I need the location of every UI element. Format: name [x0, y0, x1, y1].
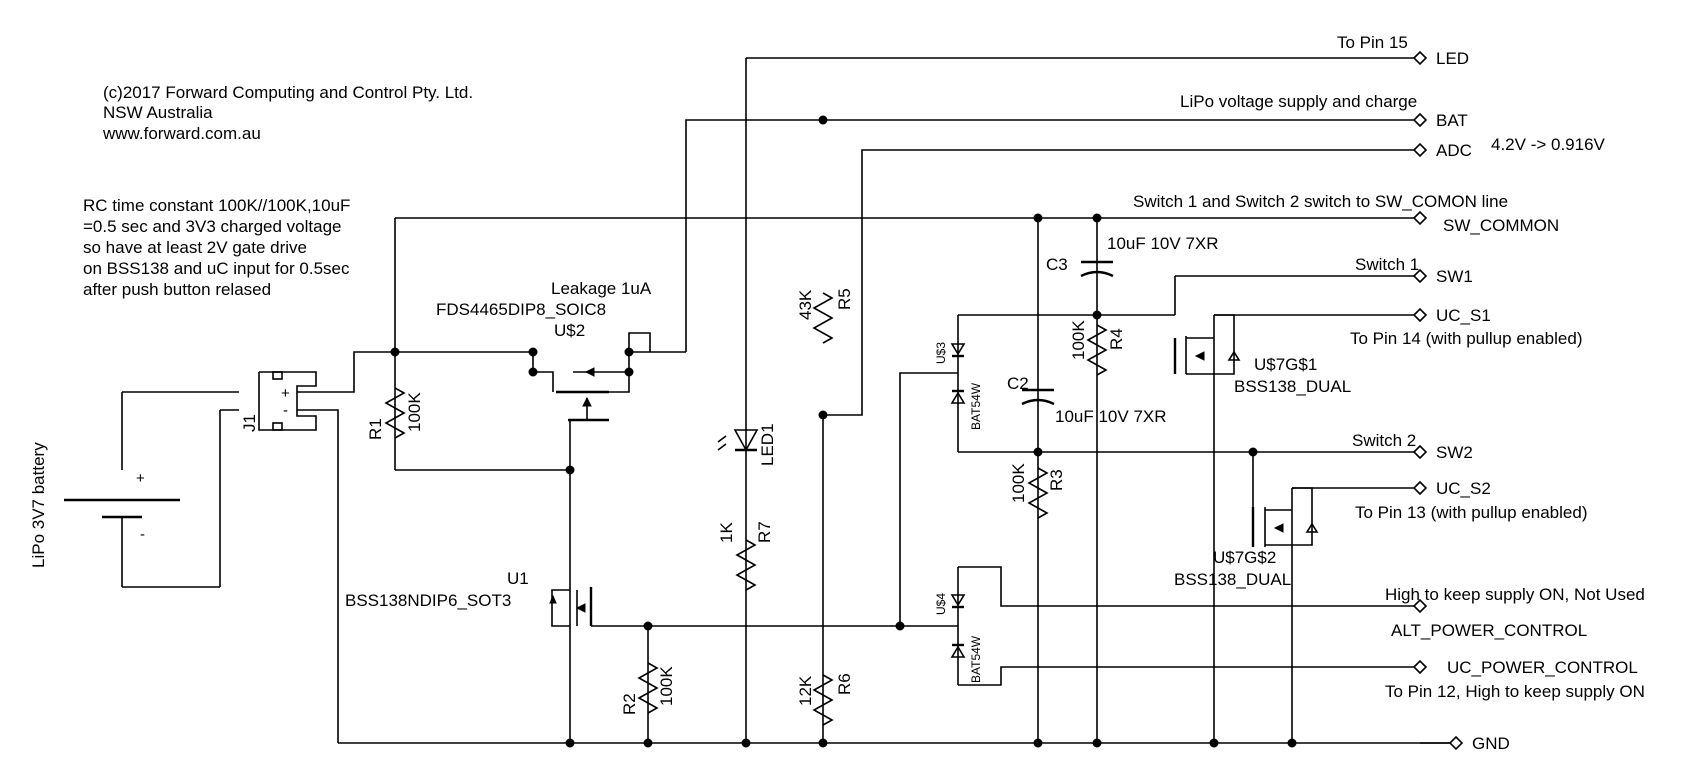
- q2-part: BSS138_DUAL: [1174, 570, 1291, 589]
- u2-part: FDS4465DIP8_SOIC8: [436, 300, 606, 319]
- j1-minus: -: [283, 402, 288, 419]
- port-adc: ADC 4.2V -> 0.916V: [1412, 135, 1606, 160]
- mosfet-u2: Leakage 1uA FDS4465DIP8_SOIC8 U$2: [436, 119, 1420, 470]
- r3-value: 100K: [1009, 463, 1028, 503]
- rc-note-line: on BSS138 and uC input for 0.5sec: [83, 259, 350, 278]
- r6-value: 12K: [796, 675, 815, 706]
- port-alt-power-note: High to keep supply ON, Not Used: [1385, 585, 1645, 604]
- bat-divider: 43K R5 12K R6: [796, 115, 1420, 726]
- port-uc-s2: UC_S2 To Pin 13 (with pullup enabled): [1355, 479, 1587, 522]
- u1-name: U1: [507, 569, 529, 588]
- r7-name: R7: [755, 521, 774, 543]
- led1-name: LED1: [758, 423, 777, 466]
- diode-u4: U$4 BAT54W: [900, 566, 1420, 686]
- c2-name: C2: [1007, 374, 1029, 393]
- port-led-label: LED: [1436, 49, 1469, 68]
- r6-name: R6: [835, 673, 854, 695]
- u2-note: Leakage 1uA: [551, 279, 652, 298]
- r1-name: R1: [366, 418, 385, 440]
- u4-name: U$4: [934, 593, 948, 615]
- port-sw2-note: Switch 2: [1352, 431, 1416, 450]
- port-sw1: SW1 Switch 1: [1355, 255, 1473, 286]
- ground-rail: [338, 58, 1450, 748]
- port-uc-s2-label: UC_S2: [1436, 479, 1491, 498]
- copyright-line: NSW Australia: [103, 103, 213, 122]
- port-uc-s2-note: To Pin 13 (with pullup enabled): [1355, 503, 1587, 522]
- r5-value: 43K: [796, 289, 815, 320]
- net-sw-common: [390, 213, 1420, 475]
- port-uc-s1-note: To Pin 14 (with pullup enabled): [1350, 329, 1582, 348]
- q1-name: U$7G$1: [1254, 355, 1317, 374]
- resistor-r2: R2 100K: [620, 662, 676, 715]
- port-uc-power-note: To Pin 12, High to keep supply ON: [1385, 682, 1645, 701]
- r4-value: 100K: [1069, 320, 1088, 360]
- port-sw1-label: SW1: [1436, 267, 1473, 286]
- port-bat-label: BAT: [1436, 111, 1468, 130]
- port-adc-label: ADC: [1436, 141, 1472, 160]
- port-uc-power-label: UC_POWER_CONTROL: [1447, 658, 1638, 677]
- port-sw-common-note: Switch 1 and Switch 2 switch to SW_COMON…: [1133, 192, 1508, 211]
- j1-label: J1: [240, 414, 259, 432]
- r5-name: R5: [835, 288, 854, 310]
- r7-value: 1K: [717, 522, 736, 543]
- port-uc-s1: UC_S1 To Pin 14 (with pullup enabled): [1350, 306, 1582, 348]
- j1-plus: +: [281, 385, 290, 402]
- rc-note-line: =0.5 sec and 3V3 charged voltage: [83, 217, 342, 236]
- q1-part: BSS138_DUAL: [1234, 377, 1351, 396]
- capacitor-c2: C2 10uF 10V 7XR: [1007, 374, 1167, 426]
- r2-value: 100K: [657, 666, 676, 706]
- port-adc-note: 4.2V -> 0.916V: [1491, 135, 1606, 154]
- copyright-block: (c)2017 Forward Computing and Control Pt…: [102, 83, 473, 143]
- r4-name: R4: [1107, 328, 1126, 350]
- r3-name: R3: [1047, 469, 1066, 491]
- port-gnd-label: GND: [1472, 734, 1510, 753]
- resistor-r1: R1 100K: [366, 387, 424, 440]
- mosfet-q1: U$7G$1 BSS138_DUAL: [1173, 275, 1420, 396]
- copyright-line: www.forward.com.au: [102, 124, 261, 143]
- port-alt-power-label: ALT_POWER_CONTROL: [1391, 621, 1587, 640]
- port-sw2-label: SW2: [1436, 443, 1473, 462]
- r1-value: 100K: [405, 392, 424, 432]
- u3-part: BAT54W: [969, 382, 983, 430]
- rc-note-line: RC time constant 100K//100K,10uF: [83, 196, 350, 215]
- connector-j1: + - J1: [240, 351, 395, 743]
- copyright-line: (c)2017 Forward Computing and Control Pt…: [103, 83, 473, 102]
- battery: + - LiPo 3V7 battery: [29, 391, 239, 588]
- rc-note-line: so have at least 2V gate drive: [83, 238, 307, 257]
- capacitor-c3: C3 10uF 10V 7XR: [1046, 234, 1219, 278]
- battery-minus: -: [140, 526, 145, 543]
- port-sw-common: SW_COMMON Switch 1 and Switch 2 switch t…: [1133, 192, 1559, 235]
- port-led-note: To Pin 15: [1337, 33, 1408, 52]
- c3-value: 10uF 10V 7XR: [1107, 234, 1219, 253]
- rc-note: RC time constant 100K//100K,10uF =0.5 se…: [83, 196, 350, 299]
- r2-name: R2: [620, 693, 639, 715]
- port-sw-common-label: SW_COMMON: [1443, 216, 1559, 235]
- mosfet-q2: U$7G$2 BSS138_DUAL: [1174, 452, 1420, 589]
- port-gnd: GND: [1420, 734, 1510, 753]
- u1-part: BSS138NDIP6_SOT3: [345, 591, 511, 610]
- port-sw2: SW2 Switch 2: [1352, 431, 1473, 462]
- battery-plus: +: [136, 470, 145, 487]
- port-led: LED To Pin 15: [1337, 33, 1469, 68]
- u3-name: U$3: [934, 342, 948, 364]
- led-net: LED1 1K R7: [717, 57, 1420, 591]
- port-bat-note: LiPo voltage supply and charge: [1180, 92, 1417, 111]
- mosfet-u1: U1 BSS138NDIP6_SOT3: [345, 569, 900, 631]
- u4-part: BAT54W: [969, 635, 983, 683]
- port-alt-power: ALT_POWER_CONTROL High to keep supply ON…: [1385, 585, 1645, 640]
- resistor-r3: 100K R3: [1009, 463, 1066, 519]
- resistor-r4: 100K R4: [1069, 320, 1126, 376]
- rc-note-line: after push button relased: [83, 280, 271, 299]
- c2-value: 10uF 10V 7XR: [1055, 407, 1167, 426]
- q2-name: U$7G$2: [1213, 548, 1276, 567]
- c3-name: C3: [1046, 255, 1068, 274]
- port-bat: BAT LiPo voltage supply and charge: [1180, 92, 1468, 130]
- u2-name: U$2: [554, 321, 585, 340]
- port-sw1-note: Switch 1: [1355, 255, 1419, 274]
- diode-u3: U$3 BAT54W: [895, 310, 1420, 631]
- port-uc-power: UC_POWER_CONTROL To Pin 12, High to keep…: [1385, 658, 1645, 701]
- port-uc-s1-label: UC_S1: [1436, 306, 1491, 325]
- battery-label: LiPo 3V7 battery: [29, 442, 48, 568]
